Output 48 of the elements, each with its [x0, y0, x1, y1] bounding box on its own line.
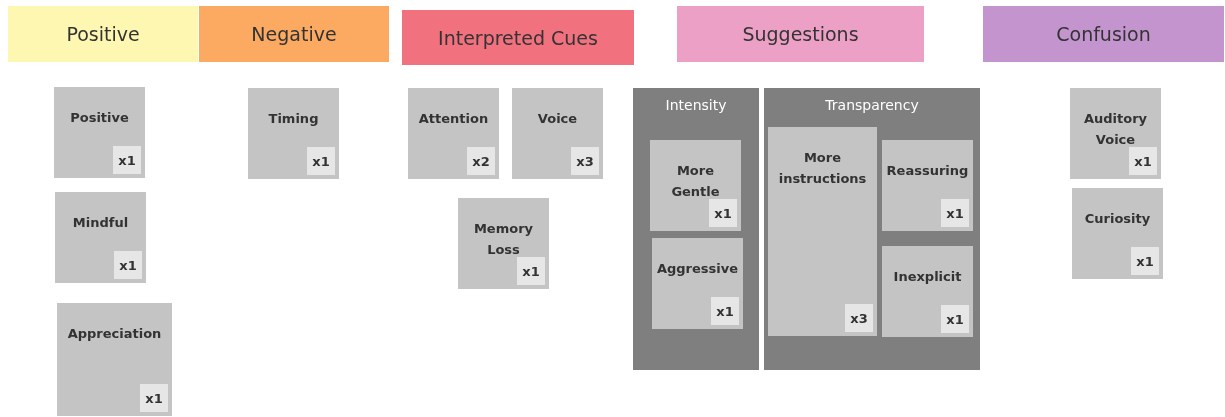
- sticky-note: [652, 238, 743, 329]
- note-title: Mindful: [71, 214, 130, 232]
- group-title: Transparency: [824, 97, 920, 113]
- category-header: Confusion: [983, 6, 1224, 62]
- count-tag: x1: [711, 297, 739, 325]
- sticky-note: [408, 88, 499, 179]
- count-tag: x3: [571, 147, 599, 175]
- sticky-note: [650, 140, 741, 231]
- count-tag: x1: [113, 146, 141, 174]
- note-title: Curiosity: [1083, 210, 1152, 228]
- note-title: Reassuring: [886, 162, 969, 180]
- note-title: Positive: [69, 109, 130, 127]
- category-header: Negative: [199, 6, 389, 62]
- count-tag: x1: [114, 251, 142, 279]
- count-tag: x1: [1131, 247, 1159, 275]
- count-tag: x3: [845, 304, 873, 332]
- count-tag: x1: [941, 199, 969, 227]
- note-title: Voice: [536, 110, 579, 128]
- sticky-note: [512, 88, 603, 179]
- sticky-note: [55, 192, 146, 283]
- sticky-note: [248, 88, 339, 179]
- note-title: Timing: [267, 110, 320, 128]
- note-title: Attention: [417, 110, 490, 128]
- sticky-note: [458, 198, 549, 289]
- count-tag: x1: [1129, 147, 1157, 175]
- group-panel: [764, 88, 980, 370]
- group-panel: [633, 88, 759, 370]
- count-tag: x1: [307, 147, 335, 175]
- note-title: Inexplicit: [892, 268, 963, 286]
- group-title: Intensity: [664, 97, 728, 113]
- sticky-note: [57, 303, 172, 416]
- sticky-note: [54, 87, 145, 178]
- count-tag: x1: [709, 199, 737, 227]
- note-title: Appreciation: [66, 325, 163, 343]
- category-header: Suggestions: [677, 6, 924, 62]
- note-title: More instructions: [777, 149, 868, 188]
- sticky-note: [1070, 88, 1161, 179]
- category-header: Interpreted Cues: [402, 10, 634, 65]
- note-title: Aggressive: [656, 260, 739, 278]
- count-tag: x1: [941, 305, 969, 333]
- sticky-note: [882, 246, 973, 337]
- sticky-note: [882, 140, 973, 231]
- category-header: Positive: [8, 6, 198, 62]
- count-tag: x2: [467, 147, 495, 175]
- count-tag: x1: [517, 257, 545, 285]
- count-tag: x1: [140, 384, 168, 412]
- sticky-note: [1072, 188, 1163, 279]
- sticky-note: [768, 127, 877, 336]
